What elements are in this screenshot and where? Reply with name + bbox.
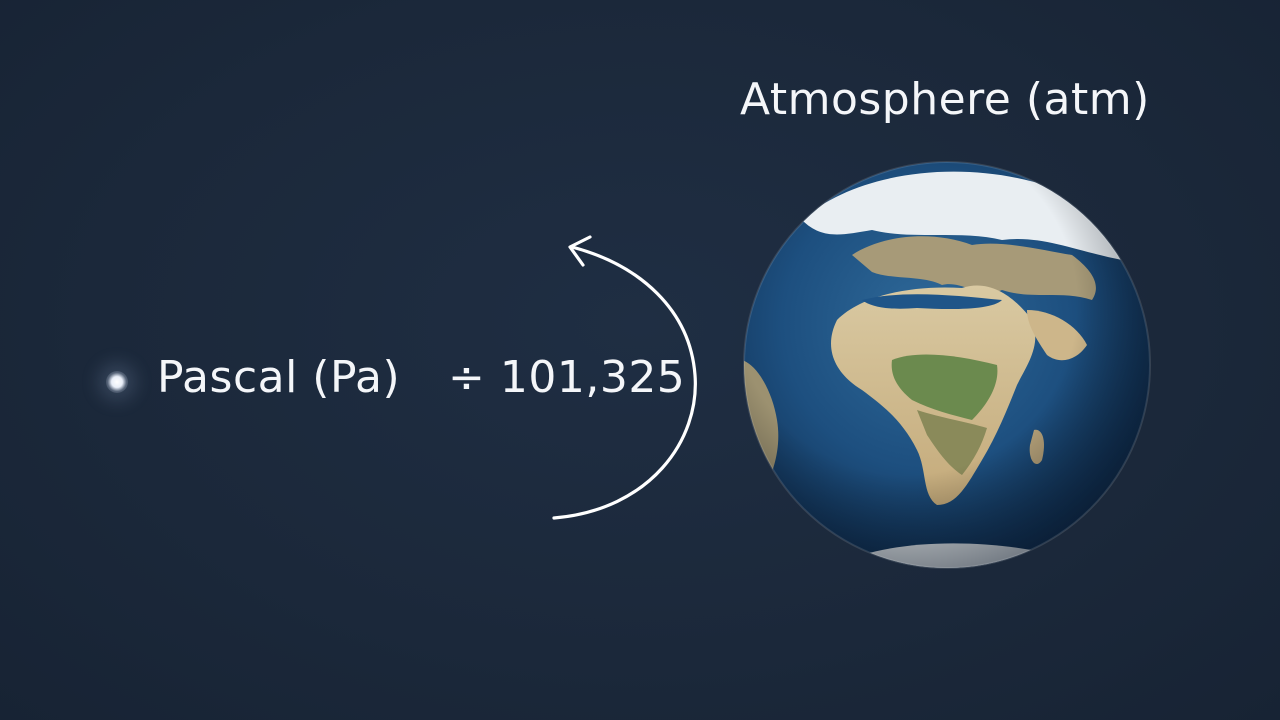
pascal-label: Pascal (Pa) xyxy=(157,352,401,403)
curved-arrow-icon xyxy=(552,235,697,520)
conversion-factor-label: ÷ 101,325 xyxy=(448,352,686,403)
atmosphere-label: Atmosphere (atm) xyxy=(740,74,1150,125)
earth-globe-icon xyxy=(743,161,1151,569)
pascal-dot-icon xyxy=(106,371,128,393)
